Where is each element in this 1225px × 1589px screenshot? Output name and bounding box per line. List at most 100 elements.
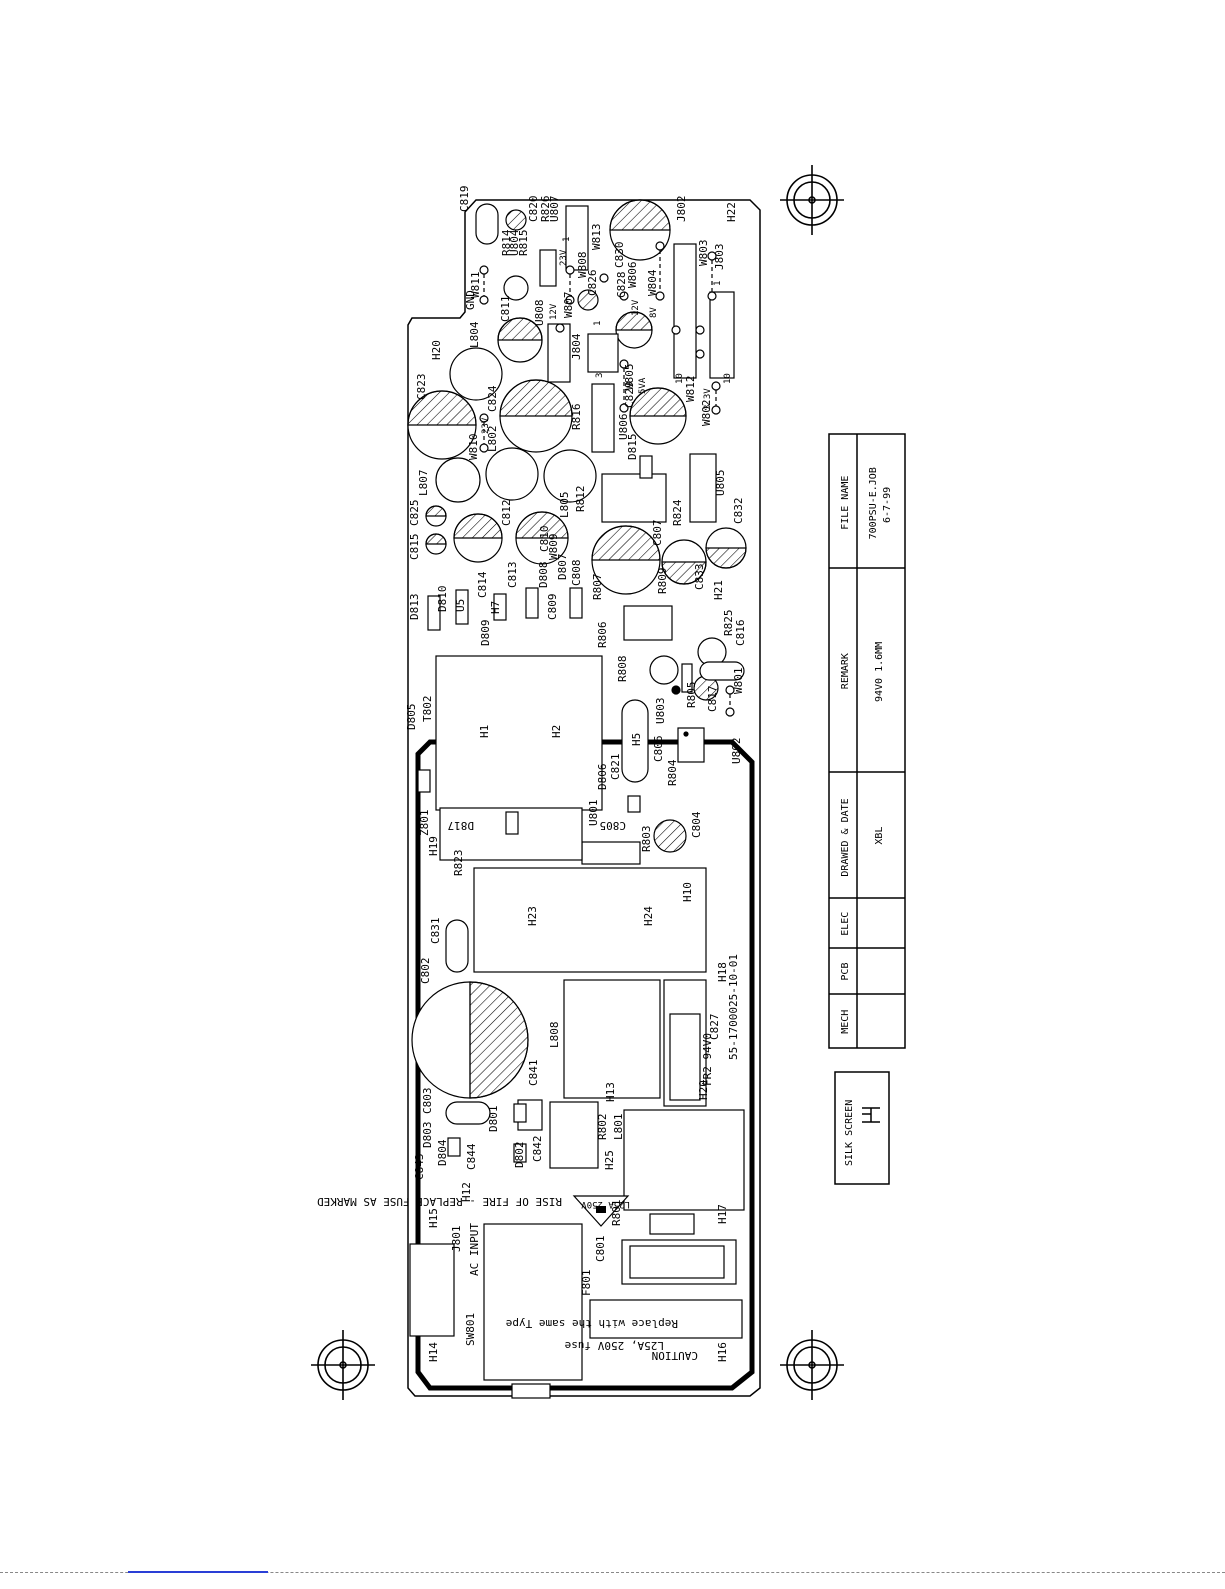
component-label: U803	[654, 698, 667, 725]
component-label: W806	[626, 262, 639, 289]
jumper-links	[483, 250, 731, 708]
cap-c833	[661, 539, 707, 585]
ac-input-note: AC INPUT	[468, 1223, 481, 1276]
ic-u803	[649, 655, 679, 685]
component-label: H20	[697, 1080, 710, 1100]
component-label: C817	[706, 686, 719, 713]
test-points	[479, 241, 735, 737]
page-bottom-link-bar[interactable]	[128, 1571, 268, 1573]
pin-number: 1	[562, 237, 572, 242]
transformer-l808	[563, 979, 661, 1099]
component-label: R804	[666, 759, 679, 786]
component-label: C801	[594, 1236, 607, 1263]
filter-inner	[669, 1013, 701, 1101]
primary-zone-outline	[415, 739, 755, 1391]
component-label: C819	[458, 186, 471, 213]
component-label: L805	[558, 492, 571, 519]
voltage-label: 3.3V	[703, 388, 713, 410]
part-c801-inner	[629, 1245, 725, 1279]
voltage-label: 23V	[481, 417, 491, 434]
pin-number: 3	[595, 373, 605, 378]
cap-c832	[705, 527, 747, 569]
component-label: H7	[489, 601, 502, 614]
part-c831	[445, 919, 469, 973]
component-label: J801	[450, 1226, 463, 1253]
component-label: H10	[681, 882, 694, 902]
component-label: D806	[596, 764, 609, 791]
component-label: C821	[609, 754, 622, 781]
part-u802	[677, 727, 705, 763]
ac-switch-tab	[511, 1383, 551, 1399]
choke-l801	[623, 1109, 745, 1211]
component-label: W803	[697, 240, 710, 267]
cap-c830	[609, 199, 671, 261]
component-label: W810	[467, 434, 480, 461]
component-label: C831	[429, 918, 442, 945]
part-c819	[475, 203, 499, 245]
component-label: C833	[693, 564, 706, 591]
pin-number: 10	[675, 373, 685, 384]
component-label: U5	[454, 599, 467, 612]
inductors	[435, 275, 727, 685]
cap-c815	[425, 533, 447, 555]
component-label: R816	[570, 404, 583, 431]
axial-parts	[417, 455, 693, 1163]
oval-parts	[445, 203, 745, 1125]
component-label: J802	[675, 196, 688, 223]
component-label: C803	[421, 1088, 434, 1115]
voltage-label: 8V	[649, 307, 659, 318]
component-label: C820	[527, 196, 540, 223]
inductor-l802	[485, 447, 539, 501]
component-label: C844	[465, 1143, 478, 1170]
silk-screen-glyph	[862, 1107, 880, 1123]
component-label: W807	[562, 292, 575, 319]
voltage-label: 12V	[549, 303, 559, 320]
cap-c829	[629, 387, 687, 445]
component-label: C812	[500, 500, 513, 527]
part-w801	[699, 661, 745, 681]
component-label: U801	[587, 800, 600, 827]
pin-number: 1	[713, 281, 723, 286]
transformer-t802	[435, 655, 603, 811]
ic-u801	[581, 841, 641, 865]
component-label: H24	[642, 906, 655, 926]
cap-c824	[499, 379, 573, 453]
component-label: C809	[546, 594, 559, 621]
component-label: C807	[651, 520, 664, 547]
component-label: R803	[640, 826, 653, 853]
component-label: L801	[612, 1114, 625, 1141]
pin-number: 1	[593, 321, 603, 326]
part-u808	[547, 323, 571, 383]
component-label: J803	[713, 244, 726, 271]
component-label: H2	[550, 725, 563, 738]
component-label: C843	[413, 1154, 426, 1181]
component-label: H16	[716, 1342, 729, 1362]
component-label: C814	[476, 571, 489, 598]
cap-c811	[497, 317, 543, 363]
component-label: T802	[421, 696, 434, 723]
component-label: D805	[405, 704, 418, 731]
part-j804	[587, 333, 619, 373]
component-label: D802	[513, 1142, 526, 1169]
registration-mark-bottom-right	[780, 1330, 844, 1400]
title-block-date: 6-7-99	[882, 487, 893, 523]
cap-c808-hatched	[515, 511, 569, 565]
cap-c823	[407, 390, 477, 460]
component-label: C811	[499, 296, 512, 323]
component-label: U805	[714, 470, 727, 497]
board-outline	[407, 199, 761, 1397]
component-label: W808	[576, 252, 589, 279]
cap-c807	[591, 525, 661, 595]
connector-j801	[409, 1243, 455, 1337]
fuse-warning-triangle	[572, 1195, 630, 1227]
voltage-label: 12V	[631, 299, 641, 316]
part-u807	[565, 205, 589, 271]
title-block-value: XBL	[874, 827, 885, 845]
voltage-label: 5VA	[638, 377, 648, 394]
cap-c804	[653, 819, 687, 853]
part-c806	[621, 699, 649, 783]
